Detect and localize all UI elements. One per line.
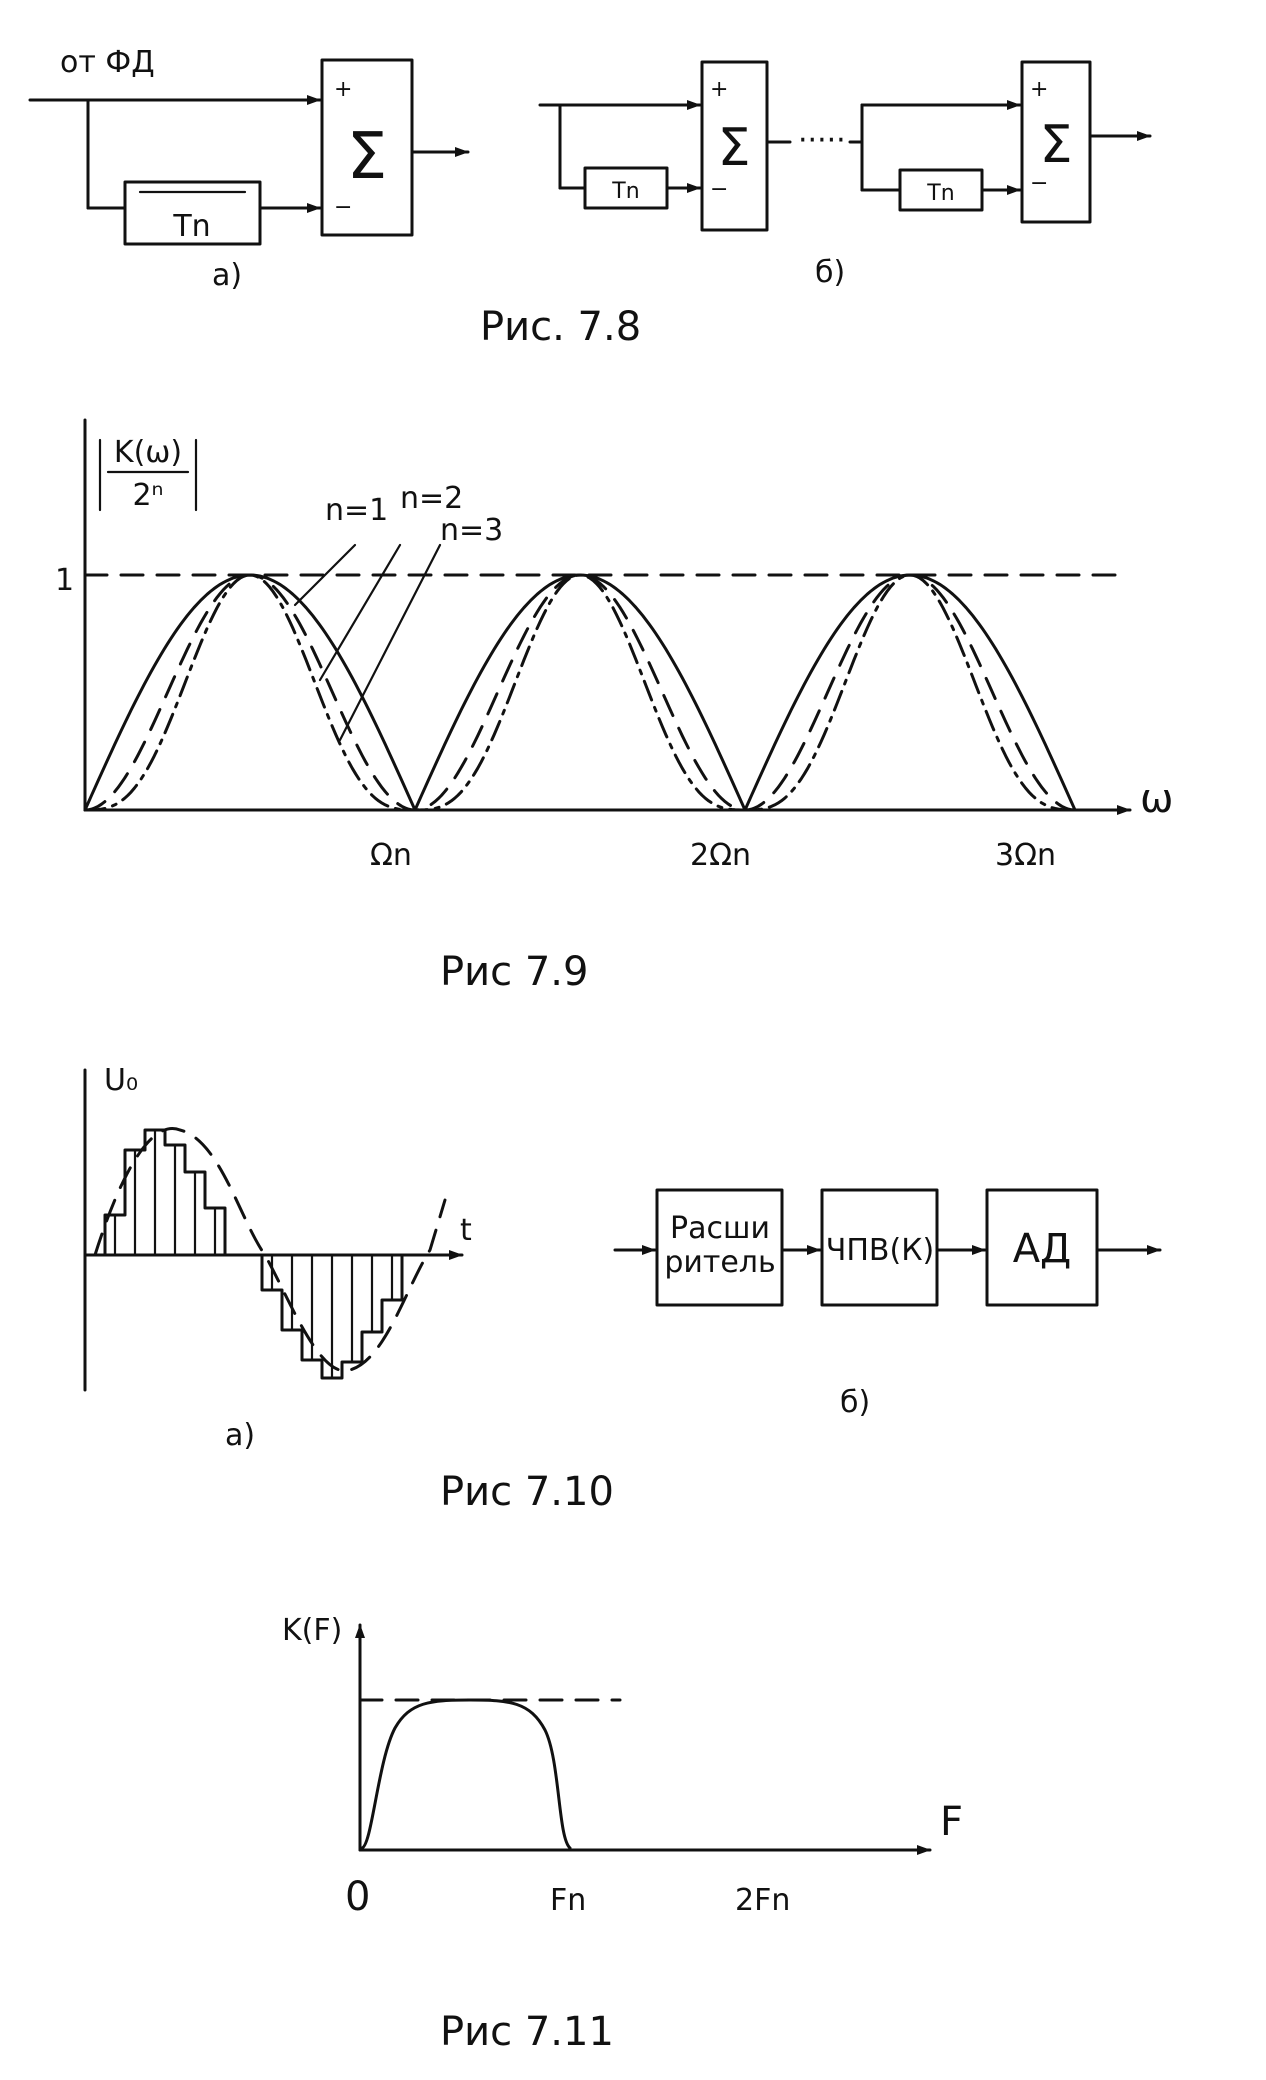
leader-n3 xyxy=(338,543,442,742)
y-label-u0: U₀ xyxy=(104,1063,138,1098)
curve-n2 xyxy=(83,573,1077,812)
fig-7-9: 1 K(ω) 2ⁿ n=1 n=2 n=3 Ωn 2Ωn 3Ωn ω Рис 7… xyxy=(55,418,1174,995)
x-tick-fn: Fn xyxy=(550,1883,586,1918)
y-tick-1: 1 xyxy=(55,563,74,598)
frequency-response-curve xyxy=(360,1698,572,1850)
x-label-t: t xyxy=(460,1213,472,1248)
x-tick-3-omega-n: 3Ωn xyxy=(995,838,1056,873)
expander-block xyxy=(655,1188,784,1307)
fig-7-11: K(F) F 0 Fn 2Fn Рис 7.11 xyxy=(282,1613,963,2055)
filter-label: ЧПВ(К) xyxy=(826,1233,934,1268)
detector-block xyxy=(985,1188,1099,1307)
summator-b1-minus: − xyxy=(710,177,728,202)
caption-7-9: Рис 7.9 xyxy=(440,949,588,995)
curve-n3 xyxy=(83,573,1077,812)
summator-b2 xyxy=(1020,60,1092,224)
sample-staircase-positive xyxy=(103,1128,227,1257)
summator-a-plus: + xyxy=(334,77,352,102)
summator-b1 xyxy=(700,60,769,232)
summator-a xyxy=(320,58,414,237)
summator-b1-symbol: Σ xyxy=(718,118,751,178)
sub-label-b: б) xyxy=(840,1385,870,1420)
leader-n1 xyxy=(293,543,357,607)
curve-label-n1: n=1 xyxy=(325,493,388,528)
x-tick-2-omega-n: 2Ωn xyxy=(690,838,751,873)
delay-block-a xyxy=(123,180,262,246)
leader-n2 xyxy=(318,543,402,682)
curve-label-n2: n=2 xyxy=(400,481,463,516)
delay-block-b1-label: Tn xyxy=(611,179,639,204)
x-tick-omega-n: Ωn xyxy=(370,838,412,873)
x-tick-0: 0 xyxy=(345,1874,370,1920)
caption-7-8: Рис. 7.8 xyxy=(480,304,641,350)
x-tick-2fn: 2Fn xyxy=(735,1883,790,1918)
summator-b1-plus: + xyxy=(710,77,728,102)
detector-label: АД xyxy=(1013,1226,1072,1272)
sample-verticals xyxy=(113,1128,394,1380)
x-axis-label-omega: ω xyxy=(1140,776,1174,822)
expander-label-1: Расши xyxy=(670,1211,770,1246)
caption-7-11: Рис 7.11 xyxy=(440,2009,614,2055)
summator-b2-plus: + xyxy=(1030,77,1048,102)
x-label-f: F xyxy=(940,1799,963,1845)
delay-block-a-label: Tn xyxy=(172,209,210,244)
sub-label-a: а) xyxy=(225,1418,255,1453)
curve-label-n3: n=3 xyxy=(440,513,503,548)
summator-b2-symbol: Σ xyxy=(1040,115,1073,175)
sub-label-b: б) xyxy=(815,255,845,290)
curve-n1 xyxy=(83,573,1077,812)
y-label-kf: K(F) xyxy=(282,1613,342,1648)
y-label-numerator: K(ω) xyxy=(114,435,182,470)
fig-7-8a-block-diagram: от ФД Tn Σ + − а) xyxy=(28,45,470,293)
input-label: от ФД xyxy=(60,45,155,80)
delay-block-b2-label: Tn xyxy=(926,181,954,206)
fig-7-8: от ФД Tn Σ + − а) Tn Σ + − xyxy=(28,45,1152,350)
fig-7-10b-block-diagram: Расши ритель ЧПВ(К) АД б) xyxy=(613,1188,1162,1420)
y-label-denominator: 2ⁿ xyxy=(132,478,163,513)
continuous-signal-curve xyxy=(93,1127,447,1373)
expander-label-2: ритель xyxy=(664,1245,775,1280)
summator-a-minus: − xyxy=(334,195,352,220)
fig-7-8b-block-diagram: Tn Σ + − ····· Tn Σ + − б) xyxy=(538,60,1152,290)
caption-7-10: Рис 7.10 xyxy=(440,1469,614,1515)
sub-label-a: а) xyxy=(212,258,242,293)
filter-block xyxy=(820,1188,939,1307)
cascade-dots: ····· xyxy=(798,123,846,158)
summator-b2-minus: − xyxy=(1030,171,1048,196)
summator-a-symbol: Σ xyxy=(347,120,387,194)
fig-7-10: U₀ t а) xyxy=(83,1063,1162,1515)
fig-7-10a-sampled-signal: U₀ t а) xyxy=(83,1063,472,1453)
